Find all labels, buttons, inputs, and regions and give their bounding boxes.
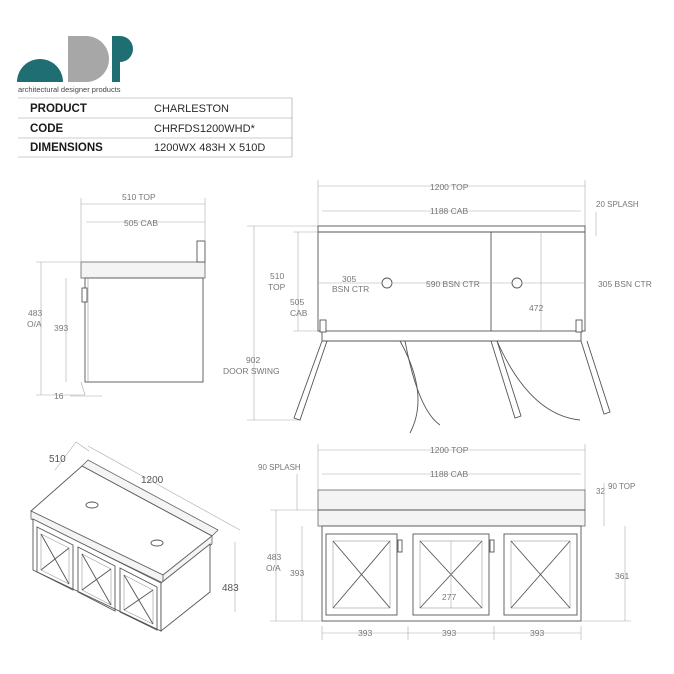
spec-value-product: CHARLESTON <box>154 103 229 115</box>
front-handle-2 <box>489 539 495 553</box>
iso-door-3 <box>119 567 158 631</box>
front-countertop <box>317 489 586 527</box>
front-door-width-1: 393 <box>358 628 372 638</box>
spec-label-code: CODE <box>30 123 64 135</box>
isometric-view: 510 1200 483 <box>30 441 241 632</box>
plan-top-outline <box>317 225 586 332</box>
front-door-width-3: 393 <box>530 628 544 638</box>
logo-teal-dome <box>17 59 63 82</box>
front-top-thickness-b: 90 TOP <box>608 482 635 491</box>
logo-grey-d <box>68 36 109 82</box>
plan-door-right <box>580 340 611 415</box>
side-cab-label: 505 CAB <box>124 218 158 228</box>
front-door-3 <box>503 533 578 616</box>
plan-basin-left-unit: BSN CTR <box>332 284 369 294</box>
plan-door-unit: DOOR SWING <box>223 366 280 376</box>
front-handle-1 <box>397 539 403 553</box>
iso-door-2 <box>77 546 116 612</box>
plan-view: 1200 TOP 1188 CAB 20 SPLASH 305 BSN CTR … <box>223 180 652 434</box>
side-view: 510 TOP 505 CAB 483 O/A 393 16 <box>27 192 206 401</box>
plan-top-label: 1200 TOP <box>430 182 469 192</box>
front-cab-label: 1188 CAB <box>430 469 468 479</box>
front-panel-value: 277 <box>442 592 456 602</box>
front-door-height: 361 <box>615 571 629 581</box>
plan-depth-top-unit: TOP <box>268 282 286 292</box>
plan-left-handle <box>319 319 327 333</box>
spec-value-code: CHRFDS1200WHD* <box>154 123 256 135</box>
front-body-value: 393 <box>290 568 304 578</box>
plan-basin-mid-label: 590 BSN CTR <box>426 279 480 289</box>
side-handle <box>81 287 88 303</box>
side-height-unit: O/A <box>27 319 42 329</box>
front-door-width-2: 393 <box>442 628 456 638</box>
plan-door-value: 902 <box>246 355 260 365</box>
plan-cab-label: 1188 CAB <box>430 206 468 216</box>
plan-basin-left-value: 305 <box>342 274 356 284</box>
side-inner-value: 393 <box>54 323 68 333</box>
plan-swing-arc-left <box>399 340 419 434</box>
spec-label-product: PRODUCT <box>30 103 87 115</box>
side-splash <box>196 240 206 263</box>
spec-value-dimensions: 1200WX 483H X 510D <box>154 142 265 154</box>
iso-basin-right <box>150 539 164 547</box>
front-door-1 <box>325 533 398 616</box>
front-height-value: 483 <box>267 552 281 562</box>
spec-table: PRODUCT CHARLESTON CODE CHRFDS1200WHD* D… <box>18 97 293 158</box>
plan-door-left <box>293 340 328 421</box>
plan-depth-cab-value: 505 <box>290 297 304 307</box>
front-height-unit: O/A <box>266 563 281 573</box>
plan-door-mid <box>490 340 522 419</box>
plan-splash-label: 20 SPLASH <box>596 200 639 209</box>
iso-basin-left <box>85 501 99 509</box>
iso-door-1 <box>36 526 74 591</box>
brand-caption: architectural designer products <box>18 85 121 94</box>
plan-right-handle <box>575 319 583 333</box>
front-top-label: 1200 TOP <box>430 445 469 455</box>
spec-label-dimensions: DIMENSIONS <box>30 142 103 154</box>
iso-depth-label: 510 <box>49 454 66 465</box>
plan-basin-right-label: 305 BSN CTR <box>598 279 652 289</box>
logo-teal-p <box>112 36 133 82</box>
front-top-thickness-a: 32 <box>596 487 605 496</box>
side-cabinet <box>84 277 204 383</box>
side-kick-value: 16 <box>54 391 64 401</box>
front-view: 1200 TOP 1188 CAB 90 SPLASH 32 90 TOP 48… <box>258 444 635 640</box>
front-splash-label: 90 SPLASH <box>258 463 301 472</box>
plan-swing-arc-mid <box>404 340 441 426</box>
plan-depth-cab-unit: CAB <box>290 308 308 318</box>
iso-height-label: 483 <box>222 583 239 594</box>
plan-basin-depth: 472 <box>529 303 543 313</box>
side-countertop <box>80 261 206 279</box>
side-height-value: 483 <box>28 308 42 318</box>
side-top-label: 510 TOP <box>122 192 156 202</box>
iso-width-label: 1200 <box>141 475 164 486</box>
brand-logo: architectural designer products <box>17 36 133 94</box>
plan-swing-arc-right <box>496 340 581 421</box>
iso-cabinet-side <box>160 543 211 632</box>
plan-depth-top-value: 510 <box>270 271 284 281</box>
